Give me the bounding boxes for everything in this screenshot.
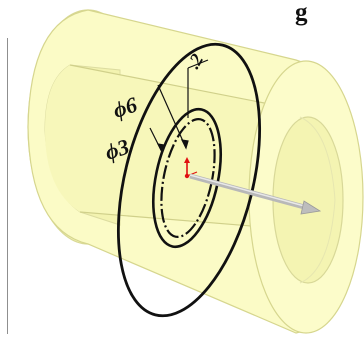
origin-triad-icon	[184, 157, 198, 179]
tube-body[interactable]	[27, 9, 364, 334]
viewport-title-fragment: g	[295, 0, 308, 26]
dimension-leaders	[149, 59, 209, 154]
left-panel-edge	[0, 38, 8, 334]
normal-arrow-icon[interactable]	[189, 173, 322, 215]
sketch-outer-circle[interactable]	[93, 30, 284, 331]
